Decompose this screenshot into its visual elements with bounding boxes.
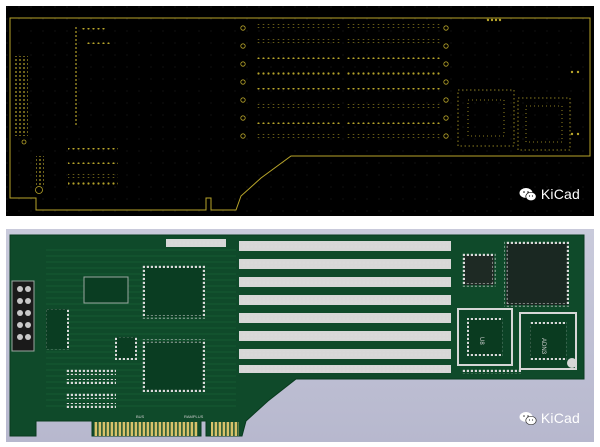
chip-large-right <box>504 241 570 307</box>
pcb-3d-canvas: BUS RAMPLUS <box>9 234 585 437</box>
pcb-layout-canvas <box>6 6 594 216</box>
edge-connector-left <box>94 422 198 436</box>
chip-label-adn3: ADN3 <box>540 338 546 355</box>
edge-connector-right <box>211 422 239 436</box>
pcb-3d-panel: BUS RAMPLUS <box>6 229 594 442</box>
edge-label-left: BUS <box>136 414 145 419</box>
wechat-icon <box>519 411 537 425</box>
plcc-socket-1 <box>457 89 515 147</box>
pcb-layout-panel: KiCad <box>6 6 594 216</box>
watermark-text: KiCad <box>540 186 580 202</box>
chip-label-u8: U8 <box>478 337 484 345</box>
header-mid <box>83 276 129 304</box>
wechat-icon <box>519 187 537 201</box>
ic-chip-upper <box>142 265 206 319</box>
bus-connector-rows <box>256 24 441 138</box>
left-components <box>14 26 118 194</box>
chip-small-right <box>462 253 496 287</box>
bus-slots <box>239 241 451 373</box>
board-outline <box>9 17 591 211</box>
kicad-watermark: KiCad <box>519 186 580 202</box>
ic-chip-lower <box>142 339 206 393</box>
edge-label-right: RAMPLUS <box>184 414 204 419</box>
watermark-text-bottom: KiCad <box>540 410 580 426</box>
connector-left <box>11 280 35 352</box>
kicad-watermark-bottom: KiCad <box>519 410 580 426</box>
